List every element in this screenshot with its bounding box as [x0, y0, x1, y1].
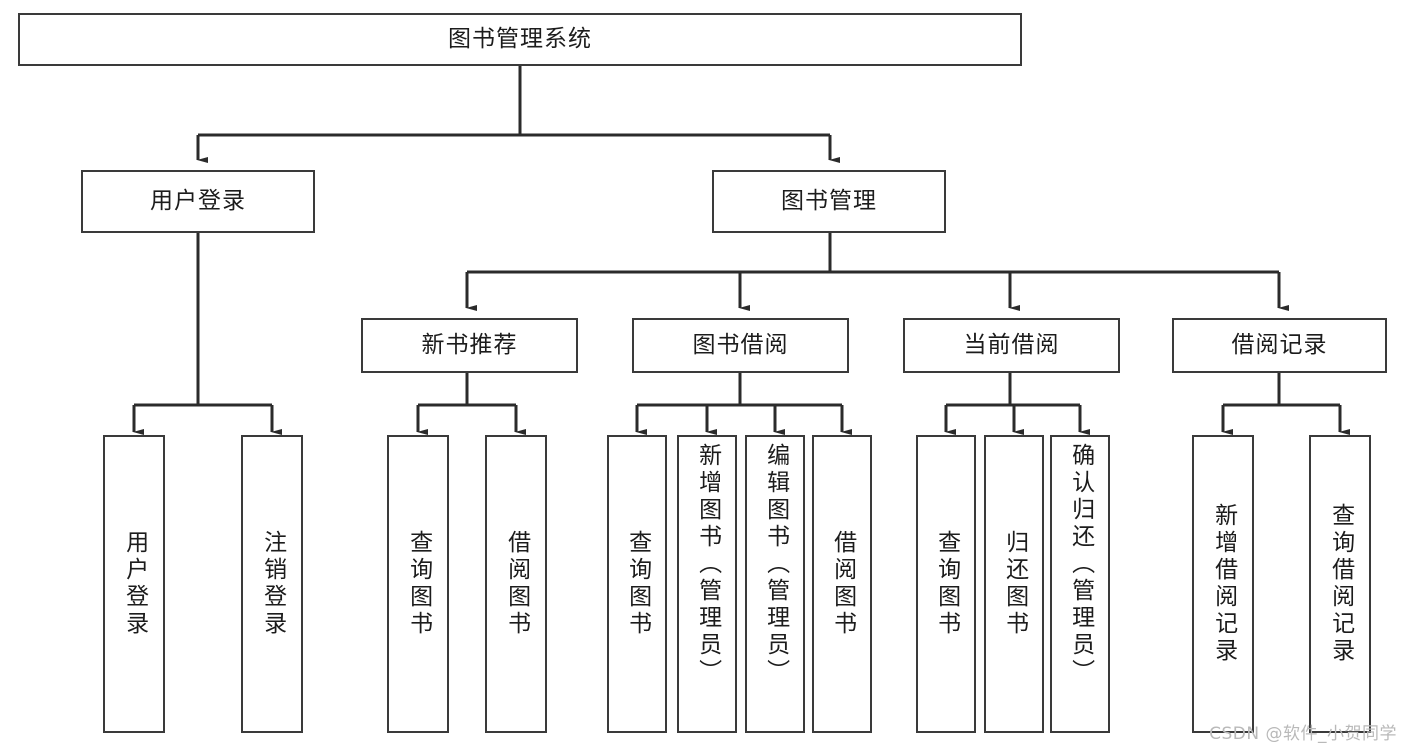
node-book-management[interactable]: 图书管理	[712, 170, 946, 233]
leaf-book-borrow-lend[interactable]: 借阅图书	[812, 435, 872, 733]
node-label: 用户登录	[121, 530, 148, 638]
node-label: 借阅图书	[503, 530, 530, 638]
node-current-borrow[interactable]: 当前借阅	[903, 318, 1120, 373]
leaf-user-login-signout[interactable]: 注销登录	[241, 435, 303, 733]
node-label: 新增图书（管理员）	[694, 443, 721, 686]
node-label: 查询图书	[933, 530, 960, 638]
leaf-user-login-signin[interactable]: 用户登录	[103, 435, 165, 733]
node-label: 查询图书	[405, 530, 432, 638]
leaf-borrow-record-add[interactable]: 新增借阅记录	[1192, 435, 1254, 733]
node-book-borrow[interactable]: 图书借阅	[632, 318, 849, 373]
node-label: 查询借阅记录	[1327, 503, 1354, 665]
node-label: 新书推荐	[421, 331, 518, 358]
leaf-current-borrow-query[interactable]: 查询图书	[916, 435, 976, 733]
node-user-login[interactable]: 用户登录	[81, 170, 315, 233]
node-new-book-recommend[interactable]: 新书推荐	[361, 318, 578, 373]
node-label: 新增借阅记录	[1210, 503, 1237, 665]
node-borrow-record[interactable]: 借阅记录	[1172, 318, 1387, 373]
leaf-book-borrow-query[interactable]: 查询图书	[607, 435, 667, 733]
leaf-book-borrow-edit[interactable]: 编辑图书（管理员）	[745, 435, 805, 733]
node-label: 注销登录	[259, 530, 286, 638]
leaf-current-borrow-return[interactable]: 归还图书	[984, 435, 1044, 733]
node-label: 用户登录	[150, 187, 246, 214]
node-label: 当前借阅	[963, 331, 1060, 358]
node-label: 借阅记录	[1231, 331, 1328, 358]
leaf-new-book-query[interactable]: 查询图书	[387, 435, 449, 733]
leaf-book-borrow-add[interactable]: 新增图书（管理员）	[677, 435, 737, 733]
watermark-text: CSDN @软件_小贺同学	[1209, 724, 1397, 744]
leaf-borrow-record-query[interactable]: 查询借阅记录	[1309, 435, 1371, 733]
leaf-current-borrow-confirm-return[interactable]: 确认归还（管理员）	[1050, 435, 1110, 733]
leaf-new-book-borrow[interactable]: 借阅图书	[485, 435, 547, 733]
node-label: 图书管理	[781, 187, 877, 214]
node-label: 图书管理系统	[448, 25, 592, 52]
node-label: 借阅图书	[829, 530, 856, 638]
node-label: 归还图书	[1001, 530, 1028, 638]
node-label: 确认归还（管理员）	[1067, 443, 1094, 686]
node-label: 编辑图书（管理员）	[762, 443, 789, 686]
node-label: 图书借阅	[692, 331, 789, 358]
node-root-system[interactable]: 图书管理系统	[18, 13, 1022, 66]
node-label: 查询图书	[624, 530, 651, 638]
